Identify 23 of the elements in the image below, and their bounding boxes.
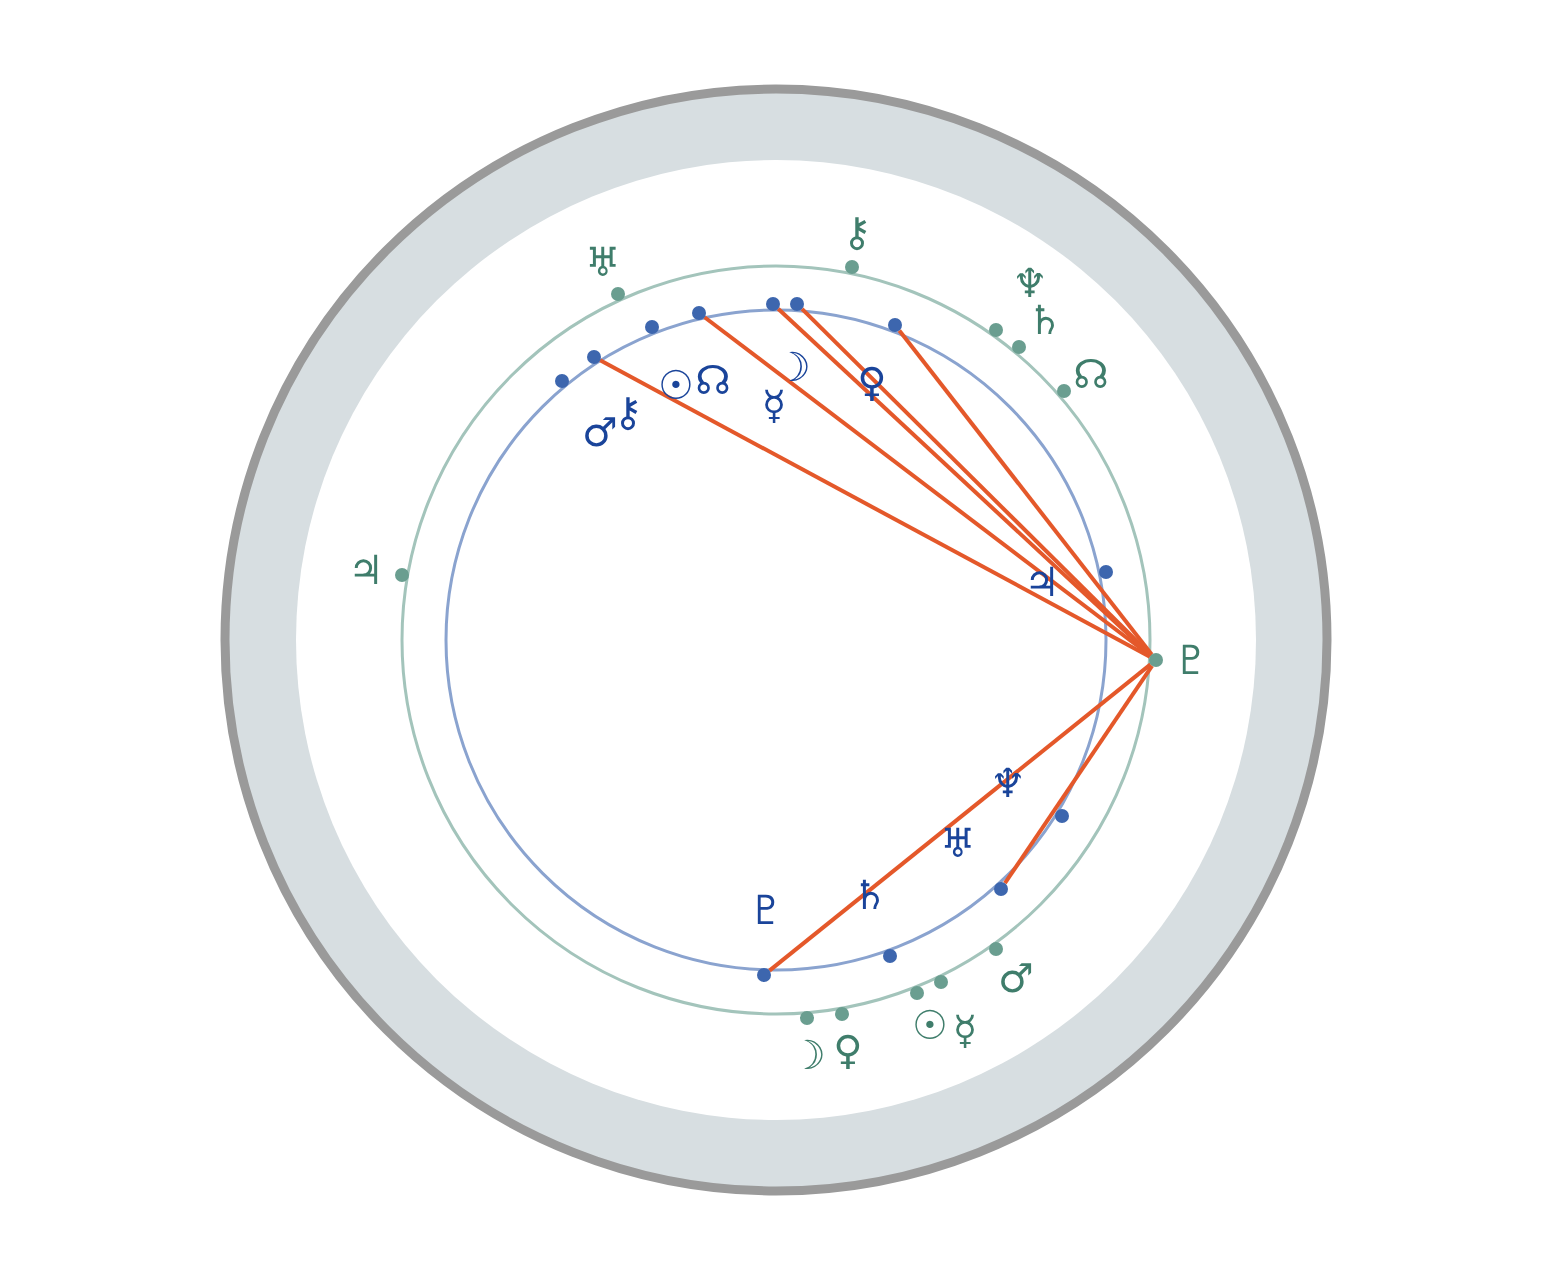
- planet-glyph: ♆: [1012, 263, 1048, 303]
- planet-glyph: ♂: [998, 958, 1034, 998]
- planet-glyph: ♃: [348, 550, 384, 590]
- planet-glyph: ☉: [912, 1005, 948, 1045]
- planet-glyph: ☽: [790, 1035, 826, 1075]
- planet-glyph: ☊: [1073, 354, 1109, 394]
- planet-glyph: ☿: [761, 385, 787, 425]
- planet-glyph: ♀: [833, 1030, 863, 1070]
- planet-glyph: ♅: [940, 823, 976, 863]
- aspect-line: [768, 662, 1152, 973]
- planet-glyph: ♂: [582, 412, 618, 452]
- planet-glyph: ☿: [952, 1010, 978, 1050]
- planet-glyph: ♇: [748, 890, 784, 930]
- planet-glyph: ☽: [775, 347, 811, 387]
- planet-glyph: ☉: [658, 365, 694, 405]
- aspect-line: [1003, 664, 1154, 885]
- planet-glyph: ⚷: [842, 212, 872, 252]
- aspect-line: [897, 329, 1154, 656]
- planet-glyph: ♇: [1173, 640, 1209, 680]
- planet-glyph: ☊: [695, 360, 731, 400]
- planet-glyph: ♅: [585, 242, 621, 282]
- aspect-line: [599, 358, 1151, 659]
- planet-glyph: ♄: [1027, 300, 1063, 340]
